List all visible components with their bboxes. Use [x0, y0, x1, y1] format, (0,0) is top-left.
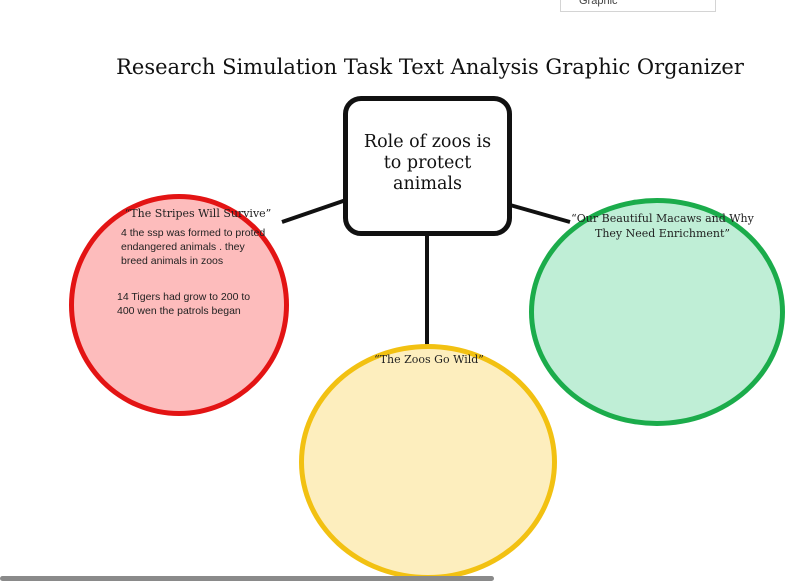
circle-beautiful-macaws [529, 198, 785, 426]
red-note-1: 4 the ssp was formed to proted endangere… [121, 226, 265, 268]
central-idea-line: animals [393, 174, 462, 194]
note-line: endangered animals . they [121, 241, 245, 253]
central-idea-line: Role of zoos is [363, 132, 492, 152]
red-circle-label: “The Stripes Will Survive” [124, 207, 272, 220]
yellow-circle-label: “The Zoos Go Wild” [374, 353, 484, 366]
connector-right [509, 203, 571, 224]
red-note-2: 14 Tigers had grow to 200 to 400 wen the… [117, 290, 250, 318]
note-line: 400 wen the patrols began [117, 305, 241, 317]
note-line: breed animals in zoos [121, 255, 224, 267]
label-line: They Need Enrichment” [594, 227, 731, 240]
central-idea-line: to protect [383, 153, 472, 173]
document-tab[interactable]: Graphic [560, 0, 716, 12]
note-line: 4 the ssp was formed to proted [121, 227, 266, 239]
green-circle-label: “Our Beautiful Macaws and Why They Need … [560, 211, 765, 241]
page-title: Research Simulation Task Text Analysis G… [116, 55, 744, 79]
central-idea-box: Role of zoos is to protect animals [343, 96, 512, 236]
note-line: 14 Tigers had grow to 200 to [117, 291, 251, 303]
label-line: “Our Beautiful Macaws and Why [571, 212, 754, 225]
connector-left [281, 198, 347, 224]
circle-zoos-go-wild [299, 344, 557, 580]
horizontal-scrollbar[interactable] [0, 576, 494, 581]
circle-stripes-will-survive [69, 194, 289, 416]
